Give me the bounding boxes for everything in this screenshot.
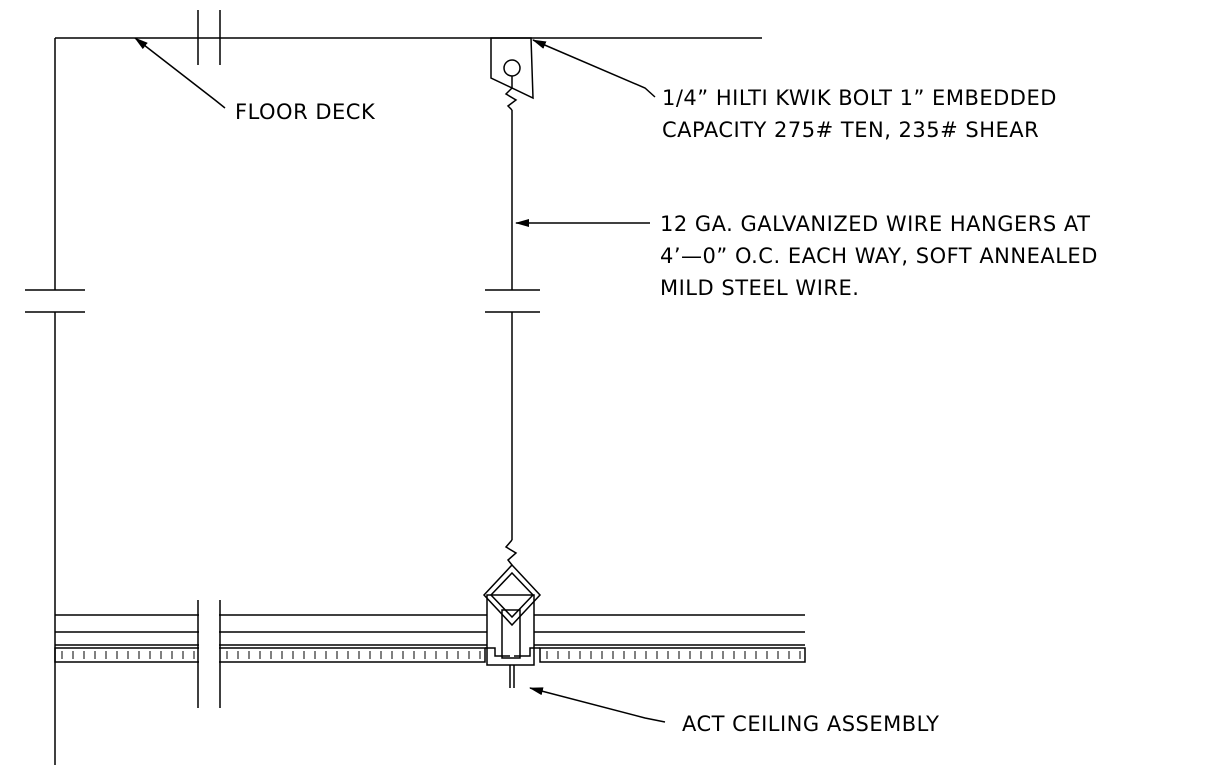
deck-break-symbol: [197, 10, 221, 65]
floor-deck-label: FLOOR DECK: [235, 100, 376, 124]
anchor-label-line2: CAPACITY 275# TEN, 235# SHEAR: [662, 118, 1039, 142]
ceiling-break-symbol: [197, 600, 221, 708]
wire-label-line2: 4’—0” O.C. EACH WAY, SOFT ANNEALED: [660, 244, 1098, 268]
wire-label-line3: MILD STEEL WIRE.: [660, 276, 859, 300]
wall-break-symbol: [25, 289, 85, 313]
anchor-label-line1: 1/4” HILTI KWIK BOLT 1” EMBEDDED: [662, 86, 1057, 110]
ceiling-grid: [55, 614, 805, 646]
hanger-clip: [482, 563, 542, 688]
ceiling-tiles: [54, 647, 806, 663]
ceiling-label: ACT CEILING ASSEMBLY: [682, 712, 939, 736]
hanger-wire: [485, 76, 540, 566]
leader-lines: [134, 37, 666, 723]
wire-label-line1: 12 GA. GALVANIZED WIRE HANGERS AT: [660, 212, 1090, 236]
